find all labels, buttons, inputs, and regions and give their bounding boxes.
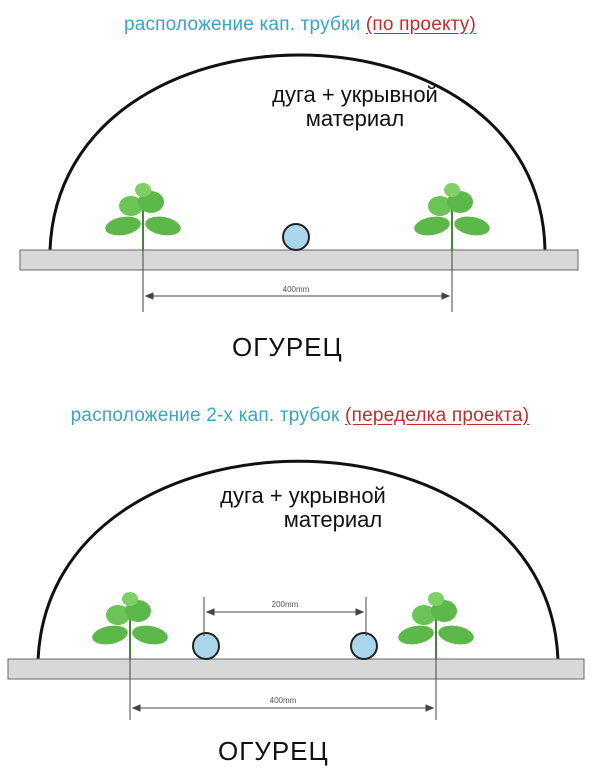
dimension-line-tubes [203, 597, 367, 636]
title-main: расположение 2-х кап. трубок [70, 405, 346, 426]
drip-tube-icon [350, 632, 378, 660]
arc-label-line1: дуга + укрывной [272, 82, 438, 107]
ground-bed [19, 249, 579, 271]
cucumber-plant-icon [398, 592, 474, 659]
arc-label: дуга + укрывной материал [188, 484, 418, 532]
arc-label-line1: дуга + укрывной [220, 483, 386, 508]
drip-tube-icon [192, 632, 220, 660]
arc-label-line2: материал [305, 106, 405, 131]
dimension-label-total: 400mm [270, 696, 297, 705]
arc-icon [48, 53, 547, 251]
cucumber-plant-icon [414, 183, 490, 250]
dimension-line-total [129, 659, 437, 720]
panel-title: расположение 2-х кап. трубок (переделка … [0, 405, 600, 427]
arc-icon [36, 459, 560, 661]
arc-label: дуга + укрывной материал [270, 83, 440, 131]
dimension-line-total [142, 250, 453, 312]
cucumber-plant-icon [92, 592, 168, 659]
diagram-panel-single-tube: расположение кап. трубки (по проекту) [0, 14, 600, 362]
title-note: (по проекту) [365, 14, 477, 35]
dimension-label-total: 400mm [283, 285, 310, 294]
arc-label-line2: материал [283, 507, 383, 532]
ground-bed [7, 658, 585, 680]
crop-label: ОГУРЕЦ [232, 332, 343, 362]
cucumber-plant-icon [105, 183, 181, 250]
diagram-drawing: 400mm [19, 53, 579, 312]
panel-title: расположение кап. трубки (по проекту) [0, 14, 600, 36]
crop-label: ОГУРЕЦ [218, 736, 329, 766]
diagram-drawing: 200mm 400mm [7, 459, 585, 720]
title-main: расположение кап. трубки [123, 14, 366, 35]
drip-tube-icon [282, 223, 310, 251]
title-note: (переделка проекта) [345, 405, 530, 426]
dimension-label-tubes: 200mm [272, 600, 299, 609]
diagram-panel-two-tubes: расположение 2-х кап. трубок (переделка … [0, 390, 600, 779]
